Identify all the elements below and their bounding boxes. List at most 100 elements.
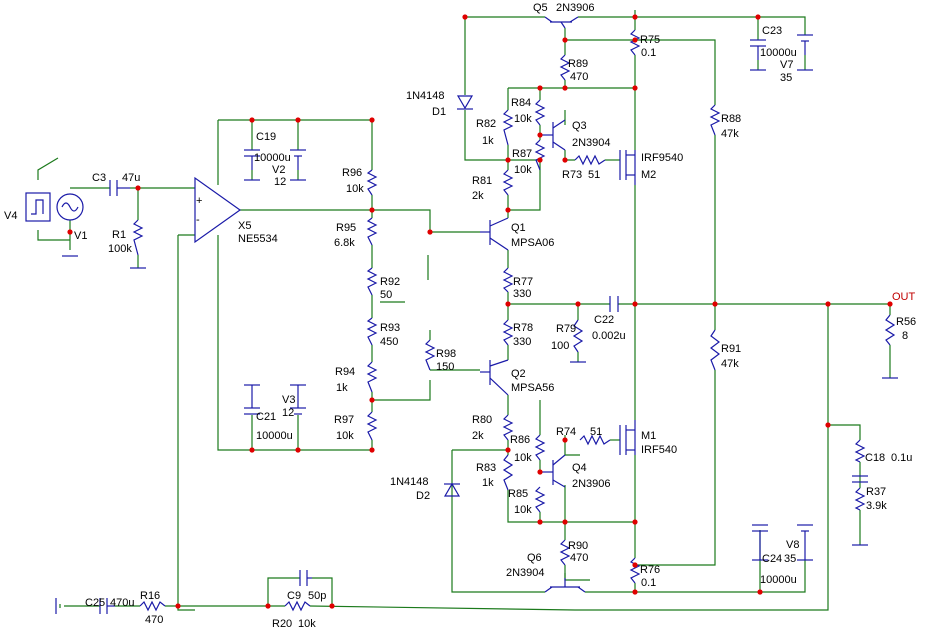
x5-value: NE5534: [238, 233, 278, 245]
x5-plus-pin: +: [196, 195, 203, 207]
r96-ref: R96: [342, 167, 363, 179]
c18-value: 0.1u: [891, 452, 913, 464]
c23-symbol: [750, 39, 766, 60]
r83-symbol: [502, 454, 514, 491]
r88-symbol: [709, 104, 721, 136]
q1-ref: Q1: [511, 222, 526, 234]
c18-r-symbol: [854, 439, 866, 463]
r80-ref: R80: [472, 414, 493, 426]
c3-ref: C3: [92, 172, 107, 184]
c21-symbol: [244, 385, 260, 415]
r86-ref: R86: [510, 434, 531, 446]
d1-diode-symbol: [456, 95, 474, 110]
ground-symbols: [55, 69, 898, 614]
c22-value: 0.002u: [592, 330, 626, 342]
r77-ref: R77: [513, 276, 534, 288]
q6-value: 2N3904: [506, 567, 545, 579]
q3-bjt-symbol: [540, 119, 566, 151]
r37-symbol: [854, 487, 866, 511]
r78-symbol: [502, 319, 514, 346]
r91-symbol: [710, 329, 720, 371]
q3-value: 2N3904: [572, 137, 611, 149]
r94-value: 1k: [336, 382, 348, 394]
v2-value: 12: [274, 176, 287, 188]
v3-ref: V3: [282, 394, 296, 406]
r16-ref: R16: [140, 590, 161, 602]
v8-symbol: [797, 524, 813, 560]
r90-value: 470: [570, 552, 589, 564]
r97-ref: R97: [334, 414, 355, 426]
r87-symbol: [534, 139, 546, 171]
r85-symbol: [534, 486, 546, 513]
r79-value: 100: [551, 340, 570, 352]
r37-ref: R37: [866, 486, 887, 498]
q2-value: MPSA56: [511, 382, 555, 394]
r81-value: 2k: [472, 190, 484, 202]
r16-symbol: [139, 600, 166, 612]
r82-symbol: [502, 109, 514, 146]
c25-ref: C25: [85, 597, 106, 609]
v7-ref: V7: [780, 59, 794, 71]
r74-value: 51: [590, 426, 603, 438]
r56-ref: R56: [896, 316, 917, 328]
c19-symbol: [244, 149, 260, 170]
v3-value: 12: [282, 407, 295, 419]
r91-value: 47k: [721, 358, 739, 370]
v8-ref: V8: [786, 539, 800, 551]
v1-source-symbol: [56, 193, 84, 221]
m2-value: IRF9540: [641, 152, 684, 164]
v3-symbol: [290, 385, 306, 415]
d2-value: 1N4148: [390, 476, 429, 488]
c21-ref: C21: [256, 411, 277, 423]
m1-mosfet-symbol: [619, 420, 636, 455]
m2-mosfet-symbol: [619, 150, 636, 185]
r75-ref: R75: [640, 34, 661, 46]
v7-symbol: [797, 34, 813, 55]
r83-ref: R83: [476, 462, 497, 474]
r1-value: 100k: [108, 243, 132, 255]
r56-symbol: [884, 314, 896, 346]
r81-symbol: [502, 169, 514, 196]
r88-ref: R88: [721, 113, 742, 125]
c25-value: 470u: [110, 597, 135, 609]
q2-ref: Q2: [511, 368, 526, 380]
r76-symbol: [629, 557, 641, 584]
r95-ref: R95: [336, 222, 357, 234]
r37-value: 3.9k: [866, 500, 887, 512]
q6-bjt-symbol: [544, 578, 586, 593]
r78-ref: R78: [513, 322, 534, 334]
r88-value: 47k: [721, 128, 739, 140]
r77-symbol: [502, 267, 514, 293]
component-symbols: [25, 16, 898, 614]
r82-ref: R82: [476, 118, 497, 130]
c21-value: 10000u: [256, 430, 293, 442]
d1-ref: D1: [432, 106, 447, 118]
q5-value: 2N3906: [556, 2, 595, 14]
r90-ref: R90: [568, 540, 589, 552]
v4-source-symbol: [25, 192, 51, 222]
r1-ref: R1: [112, 229, 127, 241]
q4-ref: Q4: [572, 462, 587, 474]
r20-ref: R20: [272, 618, 293, 630]
c25-symbol: [99, 598, 115, 614]
m1-ref: M1: [641, 430, 657, 442]
q4-bjt-symbol: [540, 454, 566, 488]
v1-ref: V1: [74, 230, 88, 242]
r93-ref: R93: [380, 322, 401, 334]
c24-value: 10000u: [760, 574, 797, 586]
r79-symbol: [572, 319, 584, 353]
r73-symbol: [574, 154, 606, 166]
r89-symbol: [559, 54, 571, 81]
q4-value: 2N3906: [572, 478, 611, 490]
r95-symbol: [366, 217, 378, 246]
out-net-label: OUT: [892, 291, 916, 303]
c9-value: 50p: [308, 590, 327, 602]
r84-symbol: [534, 99, 546, 126]
r74-symbol: [579, 434, 611, 446]
r84-value: 10k: [514, 113, 532, 125]
c3-value: 47u: [122, 172, 141, 184]
r90-symbol: [559, 539, 571, 566]
r93-value: 450: [380, 336, 399, 348]
v7-value: 35: [780, 72, 793, 84]
